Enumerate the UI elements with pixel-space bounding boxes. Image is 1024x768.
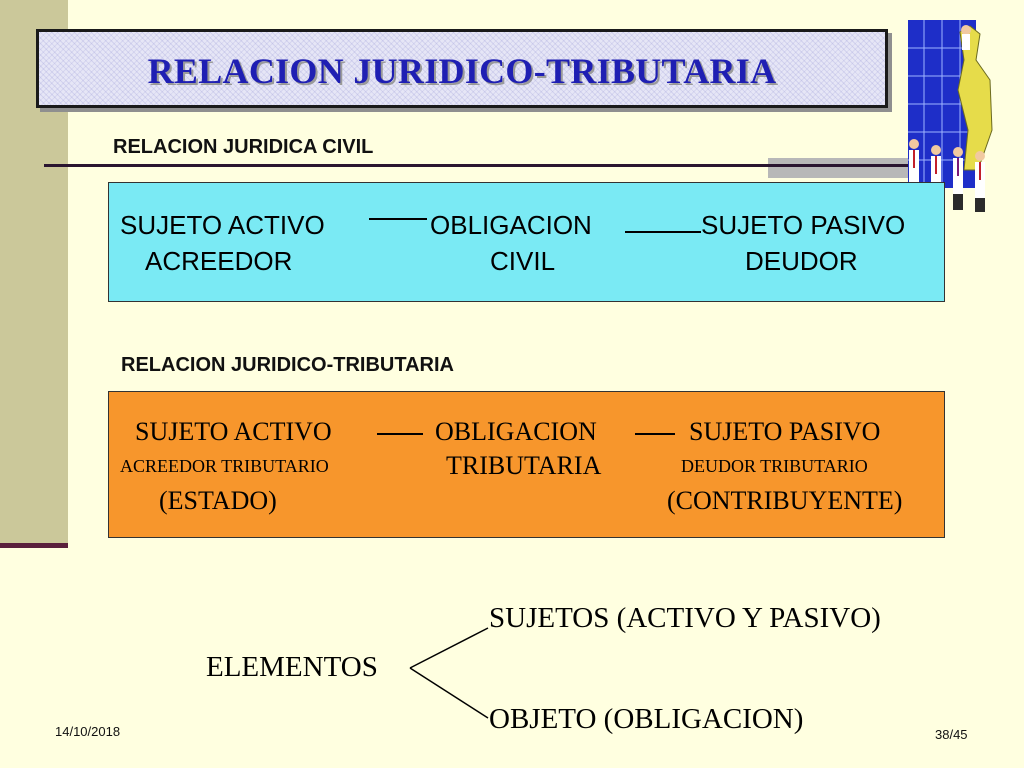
footer-date: 14/10/2018 <box>55 724 121 739</box>
civil-acreedor: ACREEDOR <box>145 246 293 276</box>
decorative-grey-bar <box>768 158 908 178</box>
civil-civil: CIVIL <box>490 246 556 276</box>
elements-branch-bottom: OBJETO (OBLIGACION) <box>489 703 804 735</box>
trib-contribuyente: (CONTRIBUYENTE) <box>667 486 903 515</box>
footer-page-number: 38/45 <box>935 727 968 742</box>
trib-sujeto-activo: SUJETO ACTIVO <box>135 417 332 446</box>
trib-estado: (ESTADO) <box>159 486 277 515</box>
title-box: RELACION JURIDICO-TRIBUTARIA <box>36 29 888 108</box>
elements-tree-connector <box>409 627 489 719</box>
business-people-building-icon <box>908 20 993 212</box>
civil-sujeto-pasivo: SUJETO PASIVO <box>701 210 906 240</box>
civil-connector-right <box>625 231 701 233</box>
civil-deudor: DEUDOR <box>745 246 858 276</box>
civil-connector-left <box>369 218 427 220</box>
trib-obligacion: OBLIGACION <box>435 417 597 446</box>
trib-connector-left <box>377 433 423 435</box>
trib-sujeto-pasivo: SUJETO PASIVO <box>689 417 881 446</box>
trib-connector-right <box>635 433 675 435</box>
slide-title: RELACION JURIDICO-TRIBUTARIA <box>147 51 777 91</box>
left-accent-underline <box>0 543 68 548</box>
civil-section-label: RELACION JURIDICA CIVIL <box>113 136 374 158</box>
tributaria-section-label: RELACION JURIDICO-TRIBUTARIA <box>121 354 454 376</box>
trib-tributaria: TRIBUTARIA <box>446 451 602 480</box>
civil-relation-box: SUJETO ACTIVO ACREEDOR OBLIGACION CIVIL … <box>108 182 945 302</box>
trib-acreedor: ACREEDOR TRIBUTARIO <box>120 456 329 476</box>
trib-deudor: DEUDOR TRIBUTARIO <box>681 456 868 476</box>
civil-obligacion: OBLIGACION <box>430 210 592 240</box>
tributaria-relation-box: SUJETO ACTIVO ACREEDOR TRIBUTARIO (ESTAD… <box>108 391 945 538</box>
elements-root: ELEMENTOS <box>206 651 378 683</box>
elements-branch-top: SUJETOS (ACTIVO Y PASIVO) <box>489 602 881 634</box>
civil-sujeto-activo: SUJETO ACTIVO <box>120 210 325 240</box>
section-divider <box>44 164 908 167</box>
